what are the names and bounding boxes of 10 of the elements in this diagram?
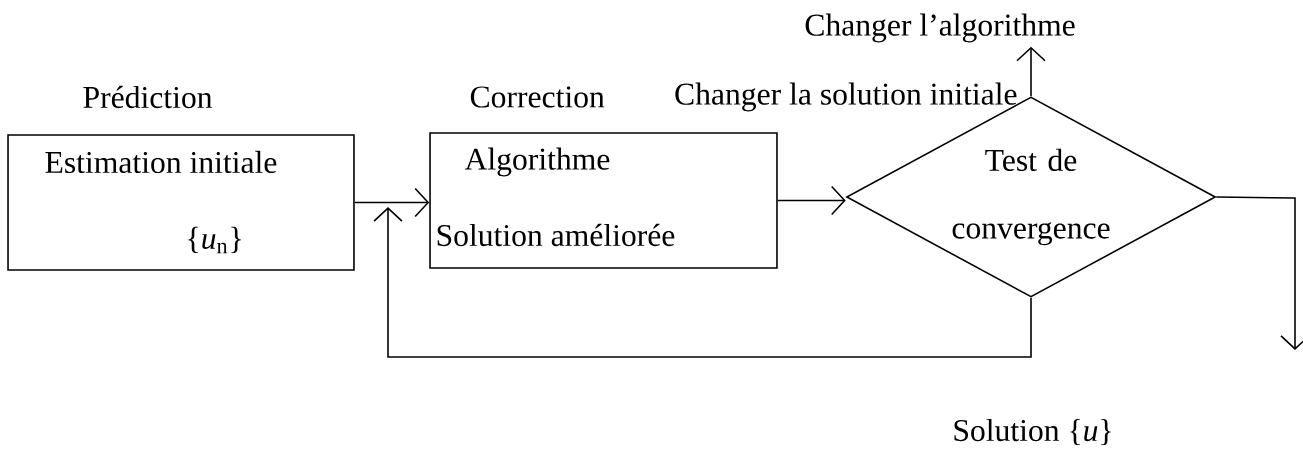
step-heading: Prédiction [83, 85, 213, 109]
note-text: Solution {u} [954, 418, 1111, 446]
arrow [353, 187, 430, 218]
process-box: Algorithme Solution améliorée [429, 132, 778, 269]
step-heading: Correction [470, 86, 605, 108]
process-box: Estimation initiale {u$_{n}$} [7, 134, 355, 271]
arrow [373, 207, 1032, 358]
arrow [1215, 196, 1303, 350]
arrow [776, 185, 846, 216]
outcome-text: Changer l’algorithme [805, 13, 1075, 43]
